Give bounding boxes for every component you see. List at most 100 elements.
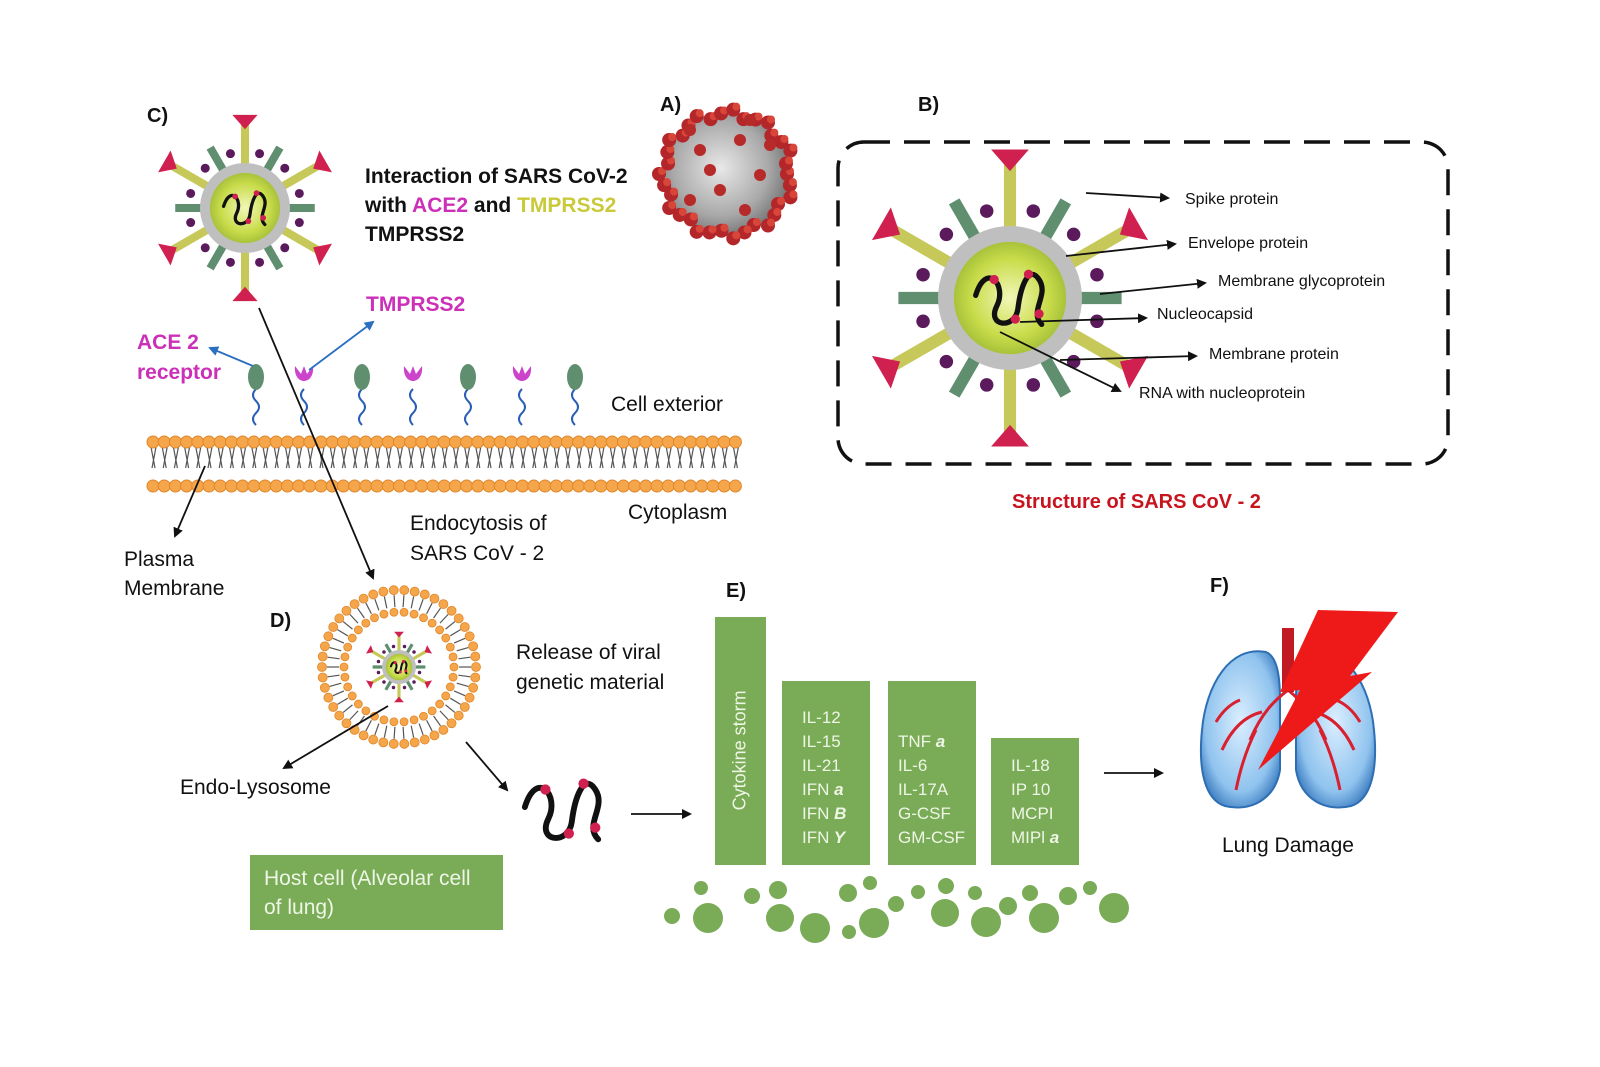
lipid-head bbox=[213, 435, 227, 449]
lipid-tail bbox=[732, 446, 738, 469]
cytokine-dots bbox=[664, 876, 1129, 943]
lipid-head bbox=[146, 479, 160, 493]
lipid-tail bbox=[565, 446, 571, 469]
lipid-head bbox=[280, 435, 294, 449]
lipid-head bbox=[341, 718, 352, 729]
receptor-stem bbox=[252, 388, 260, 426]
lipid-head bbox=[325, 435, 339, 449]
lipid-head bbox=[684, 435, 698, 449]
lipid-tail bbox=[365, 719, 372, 732]
membrane-glycoprotein-label: Membrane glycoprotein bbox=[1218, 273, 1386, 290]
lipid-tail bbox=[419, 446, 425, 469]
tmprss2-receptor bbox=[512, 366, 532, 381]
cytokine-greek-symbol: B bbox=[829, 804, 847, 823]
lipid-tail bbox=[329, 682, 342, 688]
lipid-tail bbox=[599, 446, 605, 469]
tmprss2-arrow bbox=[308, 320, 375, 371]
lipid-head bbox=[639, 479, 653, 493]
lipid-tail bbox=[396, 446, 402, 469]
interaction-tmprss2: TMPRSS2 bbox=[517, 194, 617, 217]
lipid-tail bbox=[449, 629, 461, 637]
lipid-tail bbox=[577, 446, 583, 469]
lipid-tail bbox=[521, 446, 527, 469]
lipid-tail bbox=[587, 446, 593, 469]
lipid-tail bbox=[445, 704, 456, 713]
lipid-head bbox=[236, 479, 250, 493]
spike-cluster bbox=[720, 223, 729, 232]
lipid-tail bbox=[228, 446, 234, 469]
lipid-tail bbox=[206, 446, 212, 469]
cytokine-dot bbox=[859, 908, 889, 938]
lipid-head bbox=[429, 593, 440, 604]
interaction-with: with bbox=[365, 194, 413, 217]
cytokine-dot bbox=[1083, 881, 1097, 895]
lipid-head bbox=[358, 593, 369, 604]
lipid-tail bbox=[296, 446, 302, 469]
lipid-tail bbox=[676, 446, 682, 469]
lipid-tail bbox=[453, 690, 466, 697]
nucleoprotein-dot bbox=[398, 670, 402, 674]
spike-protein-head bbox=[871, 355, 901, 389]
membrane-protein-dot bbox=[186, 188, 196, 198]
spike-cluster bbox=[714, 184, 726, 196]
lipid-tail bbox=[383, 725, 388, 738]
lipid-tail bbox=[285, 446, 291, 469]
cytokine-dot bbox=[693, 903, 723, 933]
lipid-tail bbox=[365, 602, 372, 615]
cytokine-dot bbox=[766, 904, 794, 932]
plasma-membrane bbox=[146, 435, 742, 493]
spike-protein-head bbox=[366, 680, 374, 689]
lipid-tail bbox=[329, 646, 342, 652]
cytokine-dot bbox=[999, 897, 1017, 915]
lipid-tail bbox=[161, 446, 167, 469]
lipid-tail bbox=[509, 446, 515, 469]
lipid-tail bbox=[196, 446, 202, 469]
membrane-protein-dot bbox=[979, 378, 994, 392]
cytokine-item: IL-21 bbox=[802, 754, 846, 778]
lipid-tail bbox=[402, 595, 405, 608]
lipid-head bbox=[157, 435, 171, 449]
lipid-tail bbox=[426, 602, 433, 615]
lipid-head bbox=[493, 479, 507, 493]
lipid-tail bbox=[349, 613, 359, 624]
lipid-head bbox=[453, 613, 464, 624]
lipid-head bbox=[706, 435, 720, 449]
lipid-tail bbox=[409, 446, 415, 469]
lipid-head bbox=[583, 479, 597, 493]
lipid-tail bbox=[337, 697, 349, 705]
lipid-head bbox=[628, 435, 642, 449]
membrane-protein-label: Membrane protein bbox=[1209, 346, 1339, 363]
tmprss2-receptor bbox=[403, 366, 423, 381]
lipid-head bbox=[672, 435, 686, 449]
cytokine-column-1 bbox=[782, 681, 870, 865]
lipid-head bbox=[361, 706, 371, 716]
lipid-head bbox=[594, 435, 608, 449]
lipid-head bbox=[460, 479, 474, 493]
receptor-stem bbox=[571, 388, 579, 426]
spike-cluster bbox=[668, 201, 677, 210]
nucleoprotein-dot bbox=[253, 190, 260, 197]
panel-label-c: C) bbox=[147, 105, 169, 127]
lipid-head bbox=[379, 715, 389, 725]
lipid-head bbox=[438, 599, 449, 609]
virus-a-illustration bbox=[652, 102, 798, 246]
spike-cluster bbox=[784, 156, 793, 165]
spike-cluster bbox=[684, 194, 696, 206]
release-label: Release of viral genetic material bbox=[516, 638, 664, 698]
panel-label-b: B) bbox=[918, 94, 940, 116]
lipid-head bbox=[341, 605, 352, 616]
cytokine-storm-label: Cytokine storm bbox=[729, 690, 750, 811]
cytokine-item: IL-15 bbox=[802, 730, 846, 754]
lipid-tail bbox=[439, 613, 449, 624]
nucleoprotein-dot bbox=[1023, 269, 1034, 279]
lipid-head bbox=[437, 435, 451, 449]
lipid-head bbox=[441, 691, 451, 701]
spike-cluster bbox=[754, 169, 766, 181]
lipid-head bbox=[464, 692, 475, 703]
lipid-head bbox=[328, 622, 339, 632]
cytokine-name: IFN bbox=[802, 828, 830, 847]
cytokine-name: MCPI bbox=[1011, 804, 1054, 823]
lipid-head bbox=[527, 435, 541, 449]
lipid-tail bbox=[609, 446, 615, 469]
